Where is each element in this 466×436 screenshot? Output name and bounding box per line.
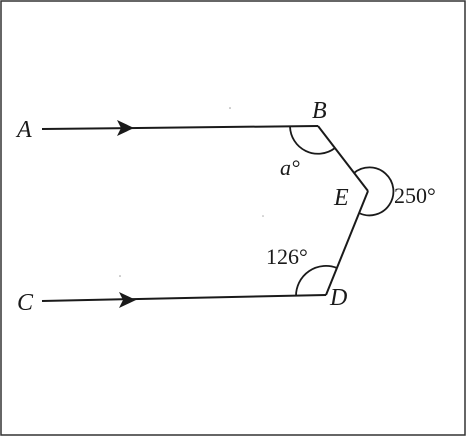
segment-ed bbox=[325, 190, 369, 296]
label-point-e: E bbox=[333, 185, 349, 211]
arrow-ab bbox=[117, 120, 134, 136]
segment-ab bbox=[41, 125, 319, 130]
label-point-d: D bbox=[329, 285, 347, 311]
arrow-cd bbox=[119, 292, 136, 308]
label-point-b: B bbox=[312, 98, 327, 124]
label-point-c: C bbox=[17, 290, 34, 316]
label-angle-b: a° bbox=[280, 155, 300, 180]
label-angle-d: 126° bbox=[266, 244, 308, 269]
scan-speck bbox=[262, 215, 264, 217]
angle-arc-d bbox=[295, 265, 338, 297]
segment-be bbox=[317, 125, 369, 192]
label-point-a: A bbox=[15, 117, 32, 143]
label-angle-e: 250° bbox=[394, 183, 436, 208]
scan-speck bbox=[229, 107, 231, 109]
segment-cd bbox=[41, 294, 327, 302]
angle-arc-e bbox=[353, 166, 395, 217]
scan-speck bbox=[119, 275, 121, 277]
angle-arc-b bbox=[289, 125, 336, 155]
